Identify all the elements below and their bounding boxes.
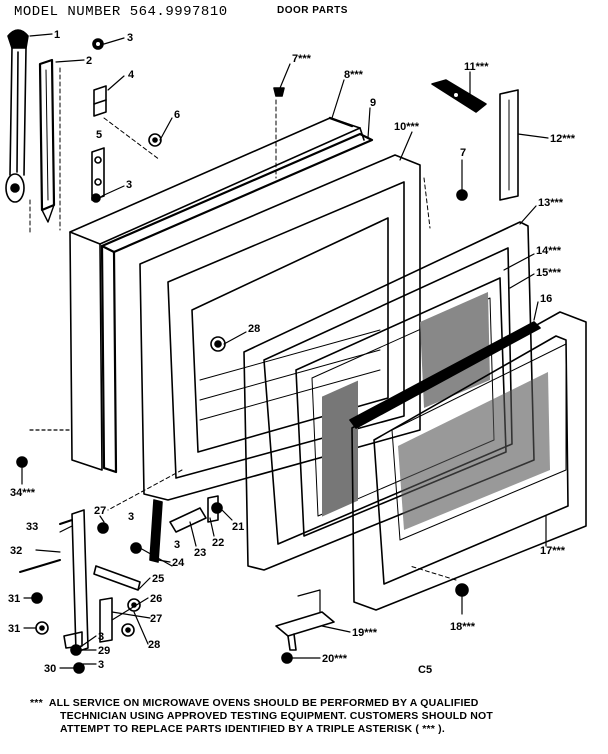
callout-7a: 7***: [292, 53, 312, 65]
notice-marker: ***: [30, 697, 43, 709]
callout-16: 16: [540, 293, 552, 305]
callout-31a: 31: [8, 593, 20, 605]
callout-1: 1: [54, 29, 60, 41]
notice-line-1: ALL SERVICE ON MICROWAVE OVENS SHOULD BE…: [48, 697, 479, 709]
model-number: MODEL NUMBER 564.9997810: [14, 4, 228, 20]
callout-3f: 3: [98, 659, 104, 671]
callout-13: 13***: [538, 197, 564, 209]
part-5-clip: [91, 147, 105, 201]
callout-29: 29: [98, 645, 110, 657]
callout-12: 12***: [550, 133, 576, 145]
part-1-hinge-strip: [5, 29, 29, 203]
callout-20: 20***: [322, 653, 348, 665]
callout-3b: 3: [126, 179, 132, 191]
callout-4: 4: [128, 69, 135, 81]
callout-15: 15***: [536, 267, 562, 279]
callout-33: 33: [26, 521, 38, 533]
part-10-inner-frame: [139, 154, 421, 501]
callout-2: 2: [86, 55, 92, 67]
part-12-side-strip: [499, 89, 519, 201]
callout-27b: 27: [150, 613, 162, 625]
part-9-gasket: [100, 132, 374, 474]
callout-27a: 27: [94, 505, 106, 517]
part-16-choke: [349, 321, 541, 429]
callout-26: 26: [150, 593, 162, 605]
notice-line-2: TECHNICIAN USING APPROVED TESTING EQUIPM…: [60, 710, 494, 722]
part-4-bracket: [93, 85, 107, 117]
callout-17: 17***: [540, 545, 566, 557]
callout-24: 24: [172, 557, 185, 569]
callout-14: 14***: [536, 245, 562, 257]
callout-9: 9: [370, 97, 376, 109]
callout-31b: 31: [8, 623, 20, 635]
callout-19: 19***: [352, 627, 378, 639]
section-title: DOOR PARTS: [277, 5, 348, 16]
notice-line-3: ATTEMPT TO REPLACE PARTS IDENTIFIED BY A…: [60, 723, 445, 735]
callout-7b: 7: [460, 147, 466, 159]
assembly-guides: [29, 67, 457, 581]
part-17-door-frame: [351, 311, 587, 611]
callout-28a: 28: [248, 323, 260, 335]
page-code: C5: [418, 664, 433, 676]
callout-23: 23: [194, 547, 206, 559]
callout-labels: 1 2 3 4 5 6 3 7*** 8*** 9 10*** 7 11*** …: [8, 29, 576, 675]
part-2-strip: [38, 58, 56, 223]
callout-22: 22: [212, 537, 224, 549]
callout-30: 30: [44, 663, 56, 675]
callout-21: 21: [232, 521, 244, 533]
callout-8: 8***: [344, 69, 364, 81]
callout-11: 11***: [464, 61, 489, 73]
callout-25: 25: [152, 573, 164, 585]
callout-28b: 28: [148, 639, 160, 651]
callout-32: 32: [10, 545, 22, 557]
lower-hardware: [19, 495, 335, 653]
callout-3e: 3: [98, 631, 104, 643]
part-11-latch-bracket: [431, 79, 487, 113]
callout-18: 18***: [450, 621, 476, 633]
service-notice: *** ALL SERVICE ON MICROWAVE OVENS SHOULD…: [30, 697, 600, 736]
callout-3d: 3: [174, 539, 180, 551]
part-8-outer-panel: [69, 116, 365, 471]
leader-lines: [21, 33, 549, 669]
callout-10: 10***: [394, 121, 420, 133]
callout-5: 5: [96, 129, 102, 141]
callout-3c: 3: [128, 511, 134, 523]
callout-3a: 3: [127, 32, 133, 44]
callout-34: 34***: [10, 487, 36, 499]
callout-6: 6: [174, 109, 180, 121]
